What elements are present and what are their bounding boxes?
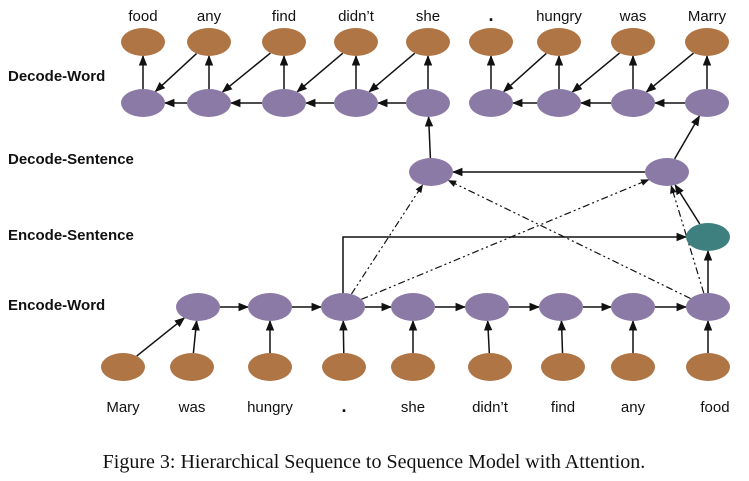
input-word-node [541, 353, 585, 381]
output-word-node [469, 28, 513, 56]
top-word-label: . [488, 5, 493, 25]
row-label-encode-sentence: Encode-Sentence [8, 227, 134, 244]
output-word-node [262, 28, 306, 56]
top-word-label: Marry [688, 8, 727, 25]
edges-layer [136, 52, 713, 357]
output-word-node [334, 28, 378, 56]
bottom-word-label: was [178, 399, 206, 416]
top-word-label: didn’t [338, 8, 375, 25]
bottom-word-label: any [621, 399, 646, 416]
encoder-word-node [176, 293, 220, 321]
edge-arrow [339, 319, 348, 354]
edge-arrow [136, 317, 186, 357]
edge-arrow [645, 52, 695, 93]
bottom-word-label: Mary [106, 399, 140, 416]
bottom-word-label: she [401, 399, 425, 416]
decoder-word-node [406, 89, 450, 117]
edge-arrow [674, 184, 701, 225]
encoder-word-node [686, 293, 730, 321]
encoder-word-node [248, 293, 292, 321]
edge-arrow [557, 319, 566, 354]
encoder-sentence-node [686, 223, 730, 251]
attention-edge [361, 179, 650, 300]
decoder-sentence-node [645, 158, 689, 186]
bottom-word-label: hungry [247, 399, 293, 416]
output-word-node [406, 28, 450, 56]
attention-edge [350, 184, 424, 295]
bottom-word-label: food [700, 399, 729, 416]
top-word-label: find [272, 8, 296, 25]
sentence-to-encoder-edge [342, 232, 688, 293]
encoder-word-node [465, 293, 509, 321]
decoder-word-node [262, 89, 306, 117]
output-word-node [611, 28, 655, 56]
encoder-word-node [391, 293, 435, 321]
top-word-label: was [619, 8, 647, 25]
input-word-node [391, 353, 435, 381]
input-word-node [322, 353, 366, 381]
attention-edge [447, 179, 691, 300]
nodes-layer [101, 28, 730, 381]
edge-arrow [368, 52, 416, 93]
decoder-word-node [121, 89, 165, 117]
edge-arrow [221, 52, 271, 93]
top-word-label: hungry [536, 8, 582, 25]
encoder-word-node [321, 293, 365, 321]
output-word-node [537, 28, 581, 56]
top-word-label: any [197, 8, 222, 25]
input-word-node [101, 353, 145, 381]
input-word-node [468, 353, 512, 381]
input-word-node [248, 353, 292, 381]
top-word-label: food [128, 8, 157, 25]
decoder-word-node [685, 89, 729, 117]
decoder-word-node [469, 89, 513, 117]
edge-arrow [673, 115, 701, 160]
decoder-word-node [537, 89, 581, 117]
edge-arrow [424, 115, 434, 159]
bottom-word-label: find [551, 399, 575, 416]
output-word-node [685, 28, 729, 56]
output-word-node [121, 28, 165, 56]
bottom-word-label: didn’t [472, 399, 509, 416]
edge-arrow [296, 52, 344, 93]
edge-arrow [571, 52, 621, 93]
figure-caption: Figure 3: Hierarchical Sequence to Seque… [103, 451, 646, 473]
row-label-decode-sentence: Decode-Sentence [8, 151, 134, 168]
bottom-word-label: . [341, 396, 346, 416]
edge-arrow [191, 319, 200, 354]
input-word-node [170, 353, 214, 381]
output-word-node [187, 28, 231, 56]
edge-arrow [483, 319, 493, 354]
decoder-sentence-node [409, 158, 453, 186]
encoder-word-node [539, 293, 583, 321]
encoder-word-node [611, 293, 655, 321]
top-word-label: she [416, 8, 440, 25]
row-label-decode-word: Decode-Word [8, 68, 105, 85]
row-label-encode-word: Encode-Word [8, 297, 105, 314]
input-word-node [686, 353, 730, 381]
decoder-word-node [187, 89, 231, 117]
edge-arrow [502, 52, 547, 93]
decoder-word-node [611, 89, 655, 117]
decoder-word-node [334, 89, 378, 117]
edge-arrow [154, 52, 198, 93]
input-word-node [611, 353, 655, 381]
